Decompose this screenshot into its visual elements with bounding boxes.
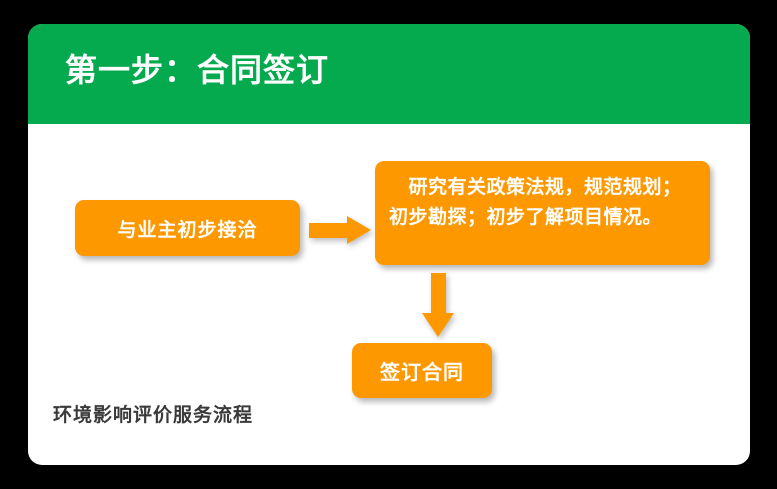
flow-box-research-label: 研究有关政策法规，规范规划；初步勘探；初步了解项目情况。 bbox=[389, 177, 682, 228]
arrow-right-icon bbox=[309, 216, 371, 244]
page-title: 第一步：合同签订 bbox=[65, 52, 330, 88]
flow-box-sign-label: 签订合同 bbox=[380, 362, 464, 384]
flow-box-research[interactable]: 研究有关政策法规，规范规划；初步勘探；初步了解项目情况。 bbox=[375, 161, 710, 265]
presentation-slide: 第一步：合同签订 与业主初步接洽 研究有关政策法规，规范规划；初步勘探；初步了解… bbox=[28, 24, 750, 465]
arrow-down-head bbox=[422, 313, 454, 337]
slide-header-band bbox=[28, 24, 750, 124]
flow-box-sign[interactable]: 签订合同 bbox=[352, 343, 492, 398]
arrow-right-shaft bbox=[309, 223, 349, 238]
flow-box-contact-label: 与业主初步接洽 bbox=[117, 219, 258, 241]
slide-caption: 环境影响评价服务流程 bbox=[53, 405, 254, 426]
flow-box-contact[interactable]: 与业主初步接洽 bbox=[75, 200, 300, 256]
arrow-right-head bbox=[347, 216, 371, 244]
arrow-down-shaft bbox=[431, 273, 446, 315]
arrow-down-icon bbox=[422, 273, 454, 337]
